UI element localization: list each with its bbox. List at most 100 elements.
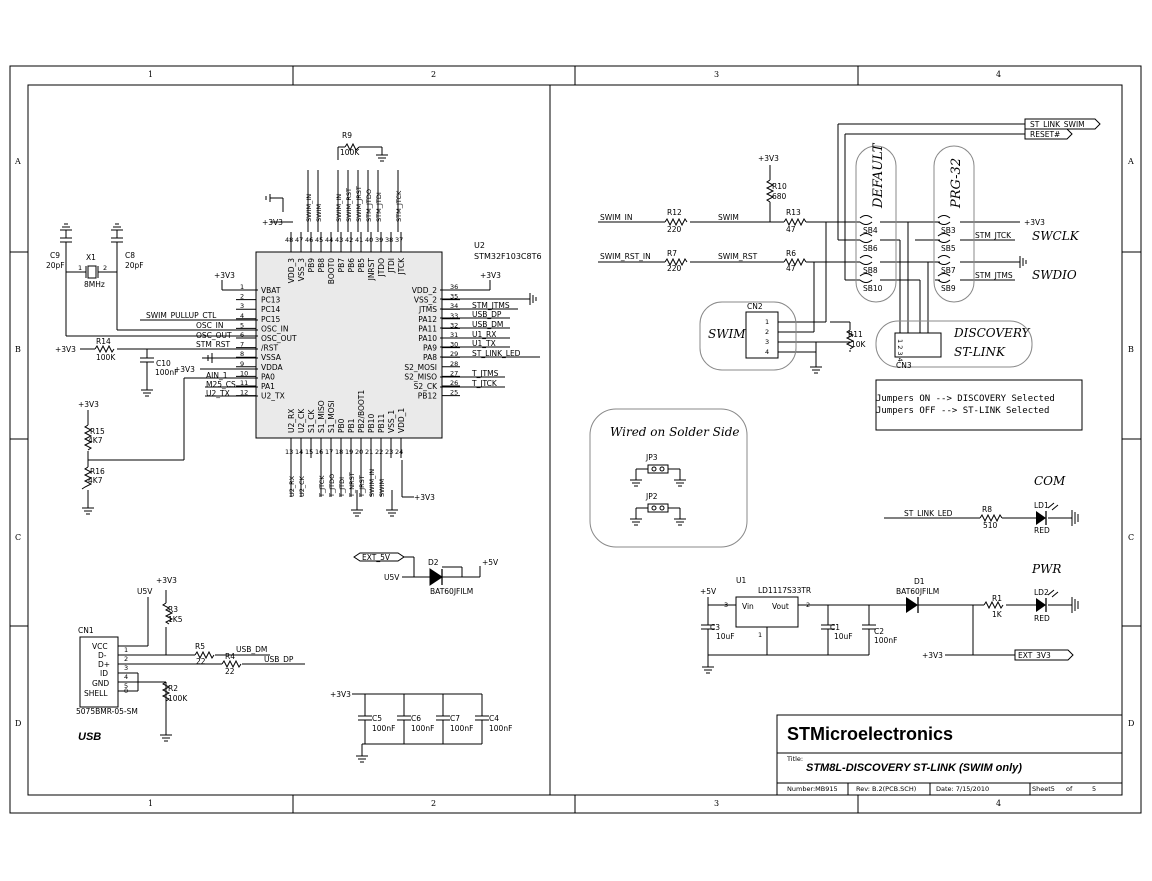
u2-pin-name: BOOT0 bbox=[327, 258, 336, 284]
u2-pin-name: OSC_OUT bbox=[261, 334, 297, 343]
cn1-pin-gnd: GND bbox=[92, 679, 109, 688]
net-usb-dp: USB_DP bbox=[264, 655, 294, 664]
u2-pin-number: 31 bbox=[450, 331, 458, 339]
cn1-num-1: 1 bbox=[124, 646, 128, 654]
u2-pin-name: JTMS bbox=[418, 305, 437, 314]
r12-val: 220 bbox=[667, 225, 682, 234]
u2-pin-number: 26 bbox=[450, 379, 458, 387]
u2-pin-number: 23 bbox=[385, 448, 393, 456]
r2-val: 100K bbox=[168, 694, 188, 703]
u2-pin-name: JTDO bbox=[377, 258, 386, 278]
u2-pin-number: 14 bbox=[295, 448, 303, 456]
c6-ref: C6 bbox=[411, 714, 421, 723]
st-link-label: ST-LINK bbox=[954, 345, 1006, 359]
cn3-body bbox=[894, 332, 942, 358]
u2-pin-name: PA1 bbox=[261, 382, 275, 391]
u2-pin-name: VDD_2 bbox=[412, 286, 437, 295]
u2-pin-name: VDD_1 bbox=[397, 408, 406, 433]
r7-ref: R7 bbox=[667, 249, 677, 258]
power-section: PWR U1 LD1117S33TR Vin Vout 3 2 1 bbox=[700, 562, 1079, 674]
solder-bridge-ref: SB9 bbox=[941, 284, 956, 293]
u2-part: STM32F103C8T6 bbox=[474, 252, 542, 261]
u2-bottom-net: T_NRST bbox=[348, 472, 356, 498]
c1-val: 10uF bbox=[834, 632, 853, 641]
prg32-group bbox=[933, 145, 975, 303]
r7-val: 220 bbox=[667, 264, 682, 273]
u2-pin-number: 4 bbox=[240, 312, 244, 320]
net-usb-dm: USB_DM bbox=[236, 645, 267, 654]
solder-bridge-mark bbox=[937, 215, 951, 225]
u2-bottom-net: T_JTCK bbox=[318, 475, 326, 498]
pwr-label: PWR bbox=[1031, 562, 1061, 576]
r13-ref: R13 bbox=[786, 208, 801, 217]
default-label: DEFAULT bbox=[871, 142, 886, 209]
swim-section: SWIM_IN SWIM_RST_IN R12 220 R7 220 SWIM … bbox=[598, 118, 1101, 431]
u2-bottom-net: T_JTDI bbox=[338, 477, 346, 498]
u2-right-net: U1_RX bbox=[472, 330, 496, 339]
solder-bridge-ref: SB5 bbox=[941, 244, 956, 253]
u2-bottom-net: SWIM_IN bbox=[368, 469, 376, 497]
com-led-section: COM ST_LINK_LED R8 510 LD1 RED bbox=[884, 474, 1079, 535]
u2-pin-name: PA12 bbox=[418, 315, 437, 324]
c5-val: 100nF bbox=[372, 724, 395, 733]
net-swim-rst-in: SWIM_RST_IN bbox=[600, 252, 651, 261]
u2-pin-name: S1_MISO bbox=[317, 400, 326, 433]
u2-top-net: SWIM bbox=[315, 204, 323, 222]
u2-pin-number: 24 bbox=[395, 448, 403, 456]
r2-ref: R2 bbox=[168, 684, 178, 693]
net-ext-3v3: EXT_3V3 bbox=[1018, 651, 1051, 660]
u2-top-net: SWIM_IN bbox=[305, 194, 313, 222]
u2-pin-number: 21 bbox=[365, 448, 373, 456]
u2-pin-name: OSC_IN bbox=[261, 324, 288, 333]
ld2-val: RED bbox=[1034, 614, 1050, 623]
u2-right-net: T_JTMS bbox=[471, 369, 499, 378]
u2-pin-name: VBAT bbox=[261, 286, 281, 295]
ld2-ref: LD2 bbox=[1034, 588, 1049, 597]
c9-ref: C9 bbox=[50, 251, 60, 260]
ld1-led bbox=[1036, 511, 1046, 525]
cn1-pin-vcc: VCC bbox=[92, 642, 108, 651]
cn1-num-3: 3 bbox=[124, 664, 128, 672]
u2-bottom-net: U2_RX bbox=[288, 475, 296, 497]
zone-col-4-bottom: 4 bbox=[996, 799, 1001, 808]
zone-row-b-right: B bbox=[1128, 345, 1134, 354]
d1-diode bbox=[906, 597, 918, 613]
u2-top-net: STM_JTDO bbox=[365, 189, 373, 222]
solder-bridge-mark bbox=[859, 273, 873, 283]
tag-reset bbox=[1024, 128, 1073, 140]
net-swim-in: SWIM_IN bbox=[600, 213, 632, 222]
company-name: STMicroelectronics bbox=[787, 724, 953, 744]
u2-pin-name: PB6 bbox=[347, 258, 356, 273]
jumpers-on-note: Jumpers ON --> DISCOVERY Selected bbox=[876, 394, 1055, 404]
u2-right-net: STM_JTMS bbox=[472, 301, 510, 310]
swclk-label: SWCLK bbox=[1032, 229, 1080, 243]
r16-resistor bbox=[81, 466, 93, 490]
r5-val: 22 bbox=[196, 657, 206, 666]
title-block-frame bbox=[776, 714, 1123, 796]
u1-ref: U1 bbox=[736, 576, 746, 585]
d2-section: EXT_5V D2 BAT60JFILM U5V +5V bbox=[353, 552, 499, 596]
u5v-label: U5V bbox=[384, 573, 400, 582]
zone-row-c-left: C bbox=[15, 533, 21, 542]
u2-pin-number: 17 bbox=[325, 448, 333, 456]
cn3-ref: CN3 bbox=[896, 361, 912, 370]
vdd1-power: +3V3 bbox=[414, 493, 435, 502]
r5-resistor bbox=[194, 650, 215, 660]
caps-power: +3V3 bbox=[330, 690, 351, 699]
u2-pin-name: PB2/BOOT1 bbox=[357, 390, 366, 433]
r13-val: 47 bbox=[786, 225, 796, 234]
d2-val: BAT60JFILM bbox=[430, 587, 473, 596]
title-label: Title: bbox=[786, 755, 803, 763]
cn1-body bbox=[79, 636, 119, 708]
u2-pin-name: PB11 bbox=[377, 414, 386, 433]
r14-power: +3V3 bbox=[55, 345, 76, 354]
net-swim: SWIM bbox=[718, 213, 739, 222]
x1-pin1: 1 bbox=[78, 264, 82, 272]
cn1-pin-shell: SHELL bbox=[84, 689, 108, 698]
usb-label: USB bbox=[78, 731, 101, 743]
sheet-total: 5 bbox=[1092, 785, 1096, 793]
x1-ref: X1 bbox=[86, 253, 96, 262]
r9-ref: R9 bbox=[342, 131, 352, 140]
u2-pin-number: 1 bbox=[240, 283, 244, 291]
u2-pin-number: 28 bbox=[450, 360, 458, 368]
